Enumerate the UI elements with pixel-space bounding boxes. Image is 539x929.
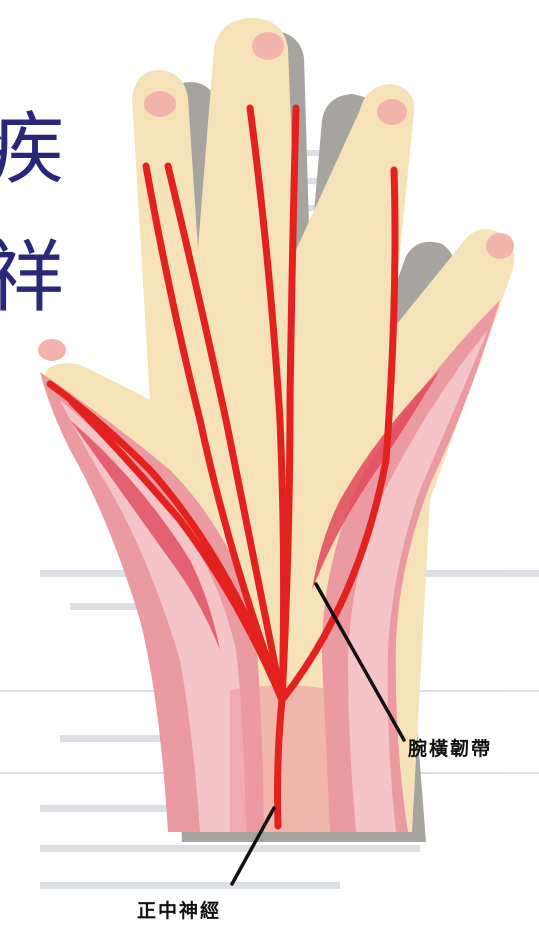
carpal-ligament-label: 腕橫韌帶 [408, 734, 492, 761]
title-glyph-2: 祥 [0, 236, 64, 320]
median-nerve-label: 正中神經 [137, 896, 221, 923]
title-glyph-1: 疾 [0, 108, 64, 192]
